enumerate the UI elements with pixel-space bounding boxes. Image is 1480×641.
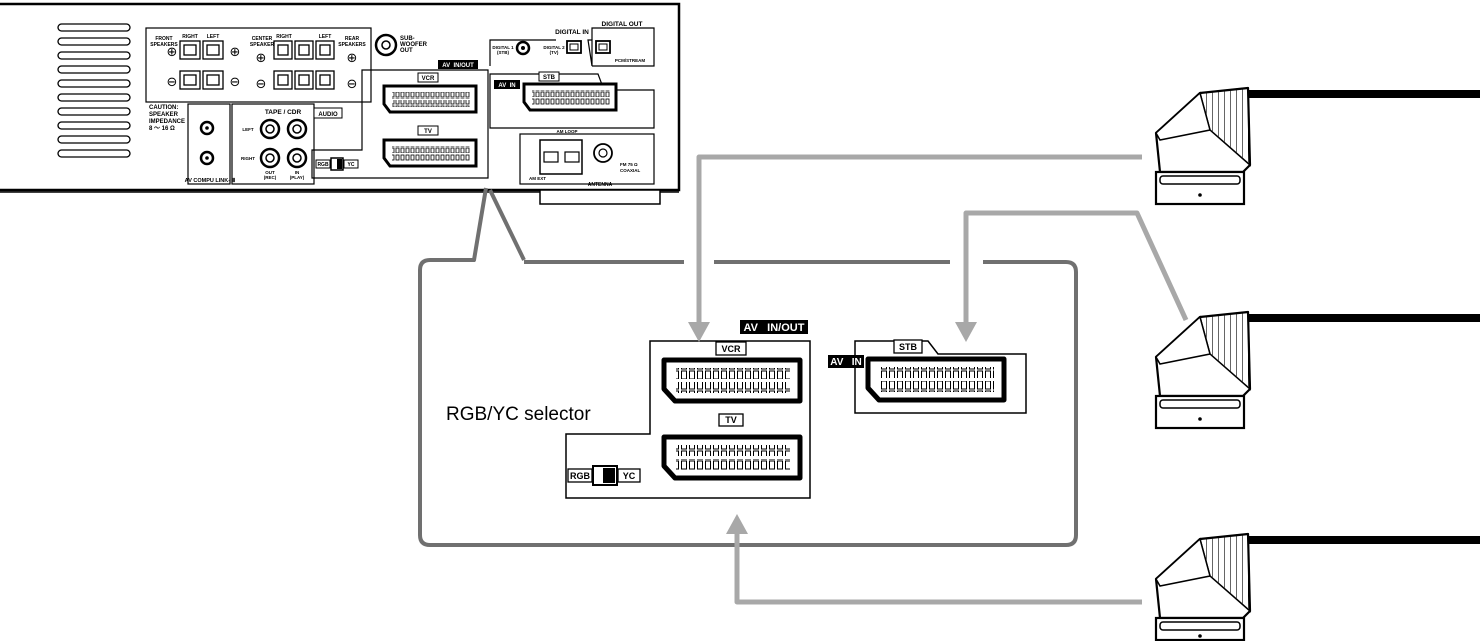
svg-text:⊖: ⊖ [256, 77, 267, 92]
arrow-head-vcr [688, 322, 710, 342]
rear-tv-label: TV [424, 129, 432, 135]
rear-vcr-label: VCR [422, 76, 435, 82]
scart-plug-stb [1154, 310, 1480, 430]
tv-label: TV [725, 415, 737, 425]
speaker-terminals [179, 40, 335, 90]
rear-left-label: LEFT [319, 34, 332, 40]
antenna-label: ANTENNA [588, 182, 613, 188]
svg-text:⊕: ⊕ [230, 45, 241, 60]
am-ext-label: AM EXT [529, 176, 546, 181]
digital-out-section [591, 27, 655, 67]
tape-rca-jacks [259, 118, 308, 169]
front-right-label: RIGHT [182, 34, 198, 40]
rgb-yc-selector-label: RGB/YC selector [446, 404, 591, 425]
rear-tv-scart [382, 138, 478, 168]
arrow-to-tv [734, 526, 1142, 605]
tape-left-label: LEFT [242, 127, 253, 132]
compu-link-jacks [199, 120, 215, 166]
svg-text:⊖: ⊖ [230, 75, 241, 90]
tape-right-label: RIGHT [241, 156, 255, 161]
av-inout-section [311, 69, 489, 179]
callout-box [418, 187, 1078, 547]
svg-text:⊕: ⊕ [256, 51, 267, 66]
yc-label: YC [623, 471, 636, 481]
vent-slots [57, 23, 131, 158]
digital-out-label: DIGITAL OUT [602, 21, 643, 28]
rear-av-inout-badge: AV IN/OUT [442, 63, 474, 69]
tape-out-label: OUT(REC) [264, 170, 277, 180]
digital-in-label: DIGITAL IN [555, 29, 589, 36]
rear-yc-label: YC [348, 162, 355, 168]
av-in-section [489, 73, 655, 129]
digital1-label: DIGITAL 1(STB) [492, 45, 514, 55]
rear-right-label: RIGHT [276, 34, 292, 40]
pcm-stream-label: PCM/STREAM [615, 58, 646, 63]
compu-link-label: AV COMPU LINK- Ⅲ [185, 177, 236, 184]
av-in-badge: AV IN [830, 357, 861, 368]
digital-in-section [489, 39, 593, 67]
arrow-heads [688, 322, 977, 534]
scart-plug-vcr [1154, 86, 1480, 206]
zoomed-av-inout: AV IN/OUT VCR TV RGB YC [565, 320, 811, 499]
zoomed-av-in: AV IN STB [828, 339, 1027, 414]
av-inout-badge: AV IN/OUT [744, 322, 805, 334]
rear-stb-scart [522, 82, 618, 112]
arrow-head-stb [955, 322, 977, 342]
vcr-scart-socket [661, 357, 803, 404]
caution-label: CAUTION: SPEAKER IMPEDANCE 8 〜 16 Ω [149, 105, 187, 132]
svg-text:⊖: ⊖ [167, 75, 178, 90]
rear-av-in-badge: AV IN [498, 83, 515, 89]
polarity-symbols: ⊕ ⊖ ⊕ ⊖ ⊕ ⊖ ⊕ ⊖ [167, 45, 358, 92]
arrow-to-vcr [696, 154, 1142, 330]
arrow-head-tv [726, 514, 748, 534]
tape-cdr-section [231, 103, 315, 185]
tv-scart-socket [661, 434, 803, 481]
scart-plug-tv [1154, 532, 1480, 641]
am-loop-label: AM LOOP [557, 129, 578, 134]
tape-cdr-label: TAPE / CDR [265, 109, 302, 116]
svg-text:⊕: ⊕ [347, 51, 358, 66]
digital2-label: DIGITAL 2(TV) [543, 45, 565, 55]
arrow-to-stb [963, 210, 1189, 330]
rear-rgb-label: RGB [317, 162, 329, 168]
svg-text:⊕: ⊕ [167, 45, 178, 60]
connection-arrows [696, 154, 1189, 605]
speaker-section [145, 27, 372, 103]
stb-scart-socket [865, 356, 1007, 403]
tape-in-label: IN(PLAY) [290, 170, 305, 180]
vcr-label: VCR [721, 344, 741, 354]
rear-stb-label: STB [543, 75, 556, 81]
rgb-yc-switch [592, 465, 618, 486]
svg-text:⊖: ⊖ [347, 77, 358, 92]
compu-link-section [187, 103, 231, 185]
zoomed-av-in-frame [854, 340, 1027, 414]
stb-label: STB [899, 342, 918, 352]
front-left-label: LEFT [207, 34, 220, 40]
rear-vcr-scart [382, 84, 478, 114]
panel-foot [539, 189, 661, 205]
audio-label: AUDIO [318, 112, 338, 118]
antenna-section [519, 133, 655, 185]
rgb-label: RGB [570, 471, 591, 481]
zoomed-av-inout-frame [565, 340, 811, 499]
